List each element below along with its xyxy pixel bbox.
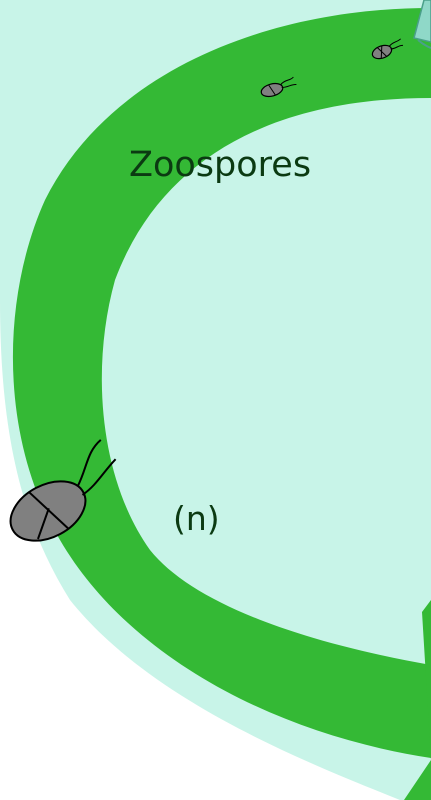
zoospore-icon [371, 38, 404, 60]
stage-name-label: Zoospores [129, 145, 312, 185]
zoospore-icon [260, 76, 297, 98]
ploidy-label: (n) [173, 499, 220, 538]
arrow-head-icon [404, 600, 431, 800]
zoospore-icon [9, 439, 117, 542]
cycle-ring [12, 8, 431, 758]
